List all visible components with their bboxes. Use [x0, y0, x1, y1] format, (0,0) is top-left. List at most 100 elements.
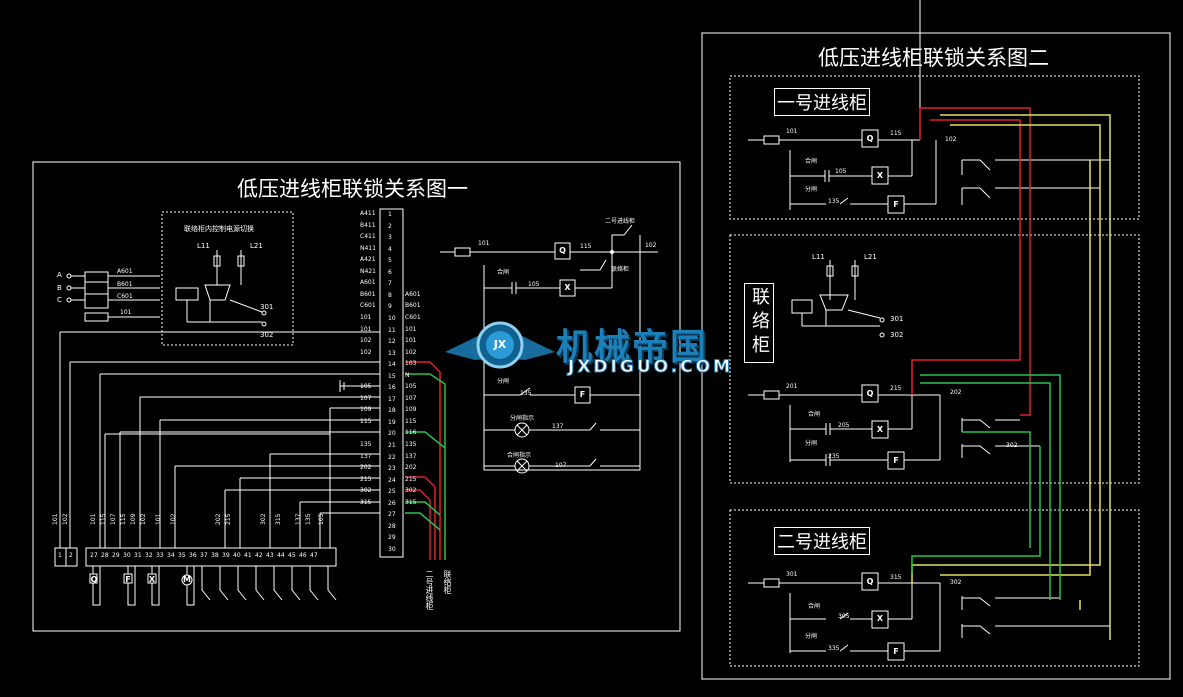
phase-wire-101: 101	[120, 309, 132, 316]
s3-coil-q: Q	[866, 577, 874, 586]
terminal-left-label: B411	[360, 221, 376, 229]
side-label-cabinet2: 二号进线柜	[425, 570, 434, 610]
terminal-number: 4	[388, 245, 392, 253]
bottom-terminal-number: 40	[233, 552, 241, 559]
s2-coil-q: Q	[866, 389, 874, 398]
terminal-number: 12	[388, 338, 396, 346]
s1-wire-101: 101	[786, 128, 798, 135]
terminal-right-label: 115	[405, 417, 417, 425]
bottom-terminal-number: 34	[167, 552, 175, 559]
terminal-number: 29	[388, 534, 396, 542]
s1-coil-f: F	[893, 200, 899, 209]
device-f: F	[125, 575, 131, 584]
section1-title: 一号进线柜	[774, 88, 870, 116]
terminal-left-label: 315	[360, 498, 372, 506]
bottom-terminal-number: 30	[123, 552, 131, 559]
circuit-wire-135: 135	[520, 390, 532, 397]
terminal-right-label: C601	[405, 313, 421, 321]
bottom-terminal-number: 43	[266, 552, 274, 559]
circuit-coil-f: F	[579, 390, 586, 399]
terminal-number: 24	[388, 476, 396, 484]
s1-wire-105: 105	[835, 168, 847, 175]
terminal-number: 30	[388, 545, 396, 553]
s2-supply-l21: L21	[864, 253, 877, 261]
bottom-wire-label: 102	[62, 513, 69, 525]
terminal-left-label: 109	[360, 406, 372, 414]
terminal-left-label: 115	[360, 417, 372, 425]
bottom-terminal-number: 31	[134, 552, 142, 559]
phase-wire-b601: B601	[117, 281, 133, 288]
bottom-terminal-number: 47	[310, 552, 318, 559]
s2-coil-x: X	[876, 425, 884, 434]
phase-a: A	[57, 271, 62, 279]
terminal-left-label: A411	[360, 210, 376, 217]
bottom-wire-label: 101	[90, 513, 97, 525]
bottom-wire-label: 135	[305, 513, 312, 525]
supply-out-301: 301	[260, 303, 274, 311]
bottom-wire-label: 115	[120, 513, 127, 525]
bottom-wire-label: 215	[225, 513, 232, 525]
bottom-wire-label: 101	[52, 513, 59, 525]
terminal-left-label: 215	[360, 475, 372, 483]
diagram1-title: 低压进线柜联锁关系图一	[237, 177, 468, 201]
terminal-block	[379, 208, 404, 558]
bottom-terminal-number: 46	[299, 552, 307, 559]
section1-box	[729, 75, 1140, 220]
diagram2-border	[701, 32, 1171, 680]
inner-box-title: 联络柜内控制电源切换	[184, 225, 254, 233]
s1-switch-open: 分闸	[805, 186, 818, 193]
bottom-terminal-number: 45	[288, 552, 296, 559]
terminal-right-label: 202	[405, 464, 417, 472]
bottom-terminal-number: 1	[58, 552, 62, 559]
bottom-terminal-number: 37	[200, 552, 208, 559]
terminal-right-label: 137	[405, 452, 417, 460]
terminal-number: 26	[388, 499, 396, 507]
terminal-right-label: 315	[405, 498, 417, 506]
s1-wire-102: 102	[945, 136, 957, 143]
terminal-number: 3	[388, 234, 392, 242]
s3-wire-302: 302	[950, 579, 962, 586]
terminal-number: 14	[388, 361, 396, 369]
terminal-number: 13	[388, 349, 396, 357]
bottom-wire-label: 202	[215, 513, 222, 525]
terminal-right-label: 107	[405, 394, 417, 402]
terminal-right-label: 116	[405, 429, 417, 437]
s2-out-302: 302	[890, 331, 904, 339]
terminal-left-label: 102	[360, 348, 372, 356]
phase-wire-a601: A601	[117, 268, 133, 275]
bottom-terminal-number: 36	[189, 552, 197, 559]
s3-switch-close: 合闸	[808, 603, 821, 610]
terminal-number: 7	[388, 280, 392, 288]
bottom-terminal-number: 33	[156, 552, 164, 559]
s2-switch-close: 合闸	[808, 411, 821, 418]
s3-wire-335: 335	[828, 645, 840, 652]
terminal-right-label: 101	[405, 325, 417, 333]
supply-l21: L21	[250, 242, 263, 250]
diagram1-border	[32, 161, 681, 632]
device-x: X	[148, 575, 156, 584]
bottom-terminal-number: 2	[69, 552, 73, 559]
s3-switch-open: 分闸	[805, 633, 818, 640]
diagram2-title: 低压进线柜联锁关系图二	[818, 46, 1049, 70]
s1-coil-x: X	[876, 171, 884, 180]
bottom-wire-label: 115	[100, 513, 107, 525]
terminal-number: 28	[388, 522, 396, 530]
terminal-number: 19	[388, 418, 396, 426]
bottom-terminal-number: 32	[145, 552, 153, 559]
terminal-right-label: 135	[405, 441, 417, 448]
terminal-left-label: 101	[360, 325, 372, 333]
circuit-wire-115: 115	[580, 243, 592, 250]
terminal-number: 6	[388, 268, 392, 276]
bottom-terminal-number: 44	[277, 552, 285, 559]
terminal-left-label: 137	[360, 452, 372, 460]
terminal-left-label: 102	[360, 337, 372, 345]
circuit-switch-open: 分闸	[497, 378, 510, 385]
s2-wire-302: 302	[1006, 442, 1018, 449]
terminal-number: 20	[388, 430, 396, 438]
bottom-wire-label: 105	[318, 513, 325, 525]
terminal-left-label: A601	[360, 279, 376, 287]
terminal-number: 17	[388, 395, 396, 403]
terminal-number: 2	[388, 222, 392, 230]
terminal-number: 23	[388, 465, 396, 473]
